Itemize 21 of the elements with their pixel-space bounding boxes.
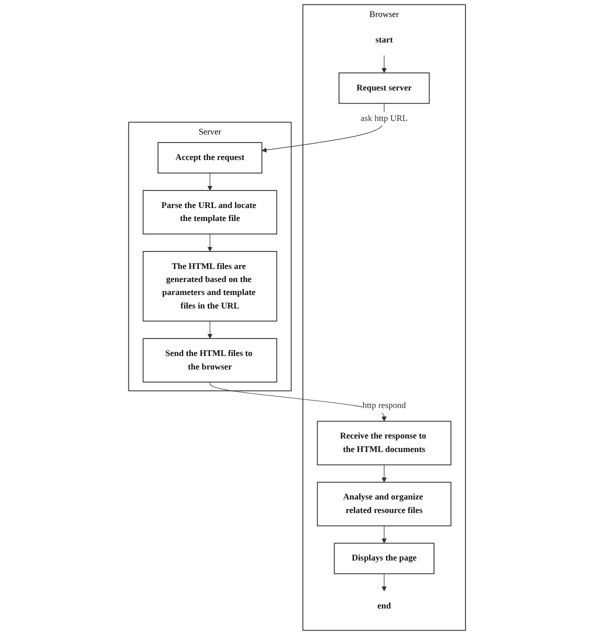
edge-label: ask http URL bbox=[361, 114, 408, 124]
arrow bbox=[382, 55, 388, 74]
node-box: Analyse and organize related resource files bbox=[317, 482, 452, 526]
node-box: Accept the request bbox=[158, 142, 263, 174]
node-box: Parse the URL and locate the template file bbox=[143, 190, 278, 234]
arrow bbox=[208, 320, 213, 339]
arrow bbox=[382, 573, 388, 592]
arrow bbox=[210, 382, 388, 422]
arrow bbox=[208, 234, 213, 252]
arrow bbox=[208, 172, 213, 191]
node-box: Send the HTML files to the browser bbox=[143, 338, 278, 383]
edge-label: http respond bbox=[362, 401, 406, 411]
node-box: The HTML files are generated based on the parameters and template files in the URL bbox=[143, 251, 278, 322]
node-box: Receive the response to the HTML documents bbox=[317, 420, 452, 466]
node-box: Request server bbox=[339, 72, 430, 104]
node-text: end bbox=[378, 602, 392, 611]
arrow bbox=[382, 526, 388, 544]
arrow bbox=[382, 464, 388, 482]
node-text: start bbox=[376, 35, 394, 45]
node-box: Displays the page bbox=[334, 542, 435, 574]
arrow bbox=[262, 103, 385, 153]
